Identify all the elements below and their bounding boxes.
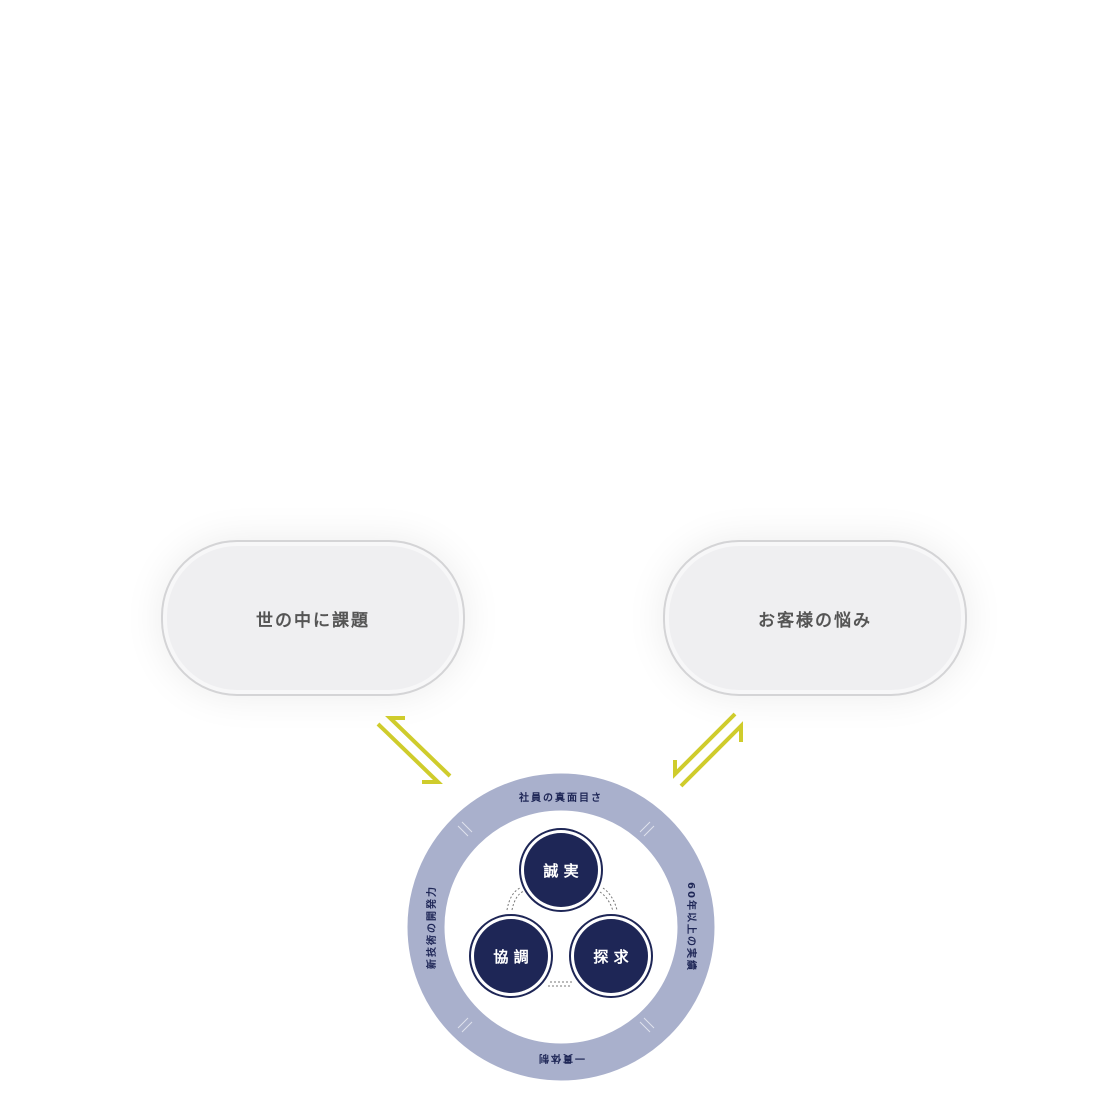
left-exchange-arrows-icon [376, 716, 452, 784]
ring-label-top: 社員の真面目さ [518, 791, 603, 804]
challenge-society-box: 世の中に課題 [161, 540, 465, 696]
challenge-society-label: 世の中に課題 [256, 610, 370, 631]
ring-dividers [457, 821, 655, 1033]
customer-concerns-box: お客様の悩み [663, 540, 967, 696]
cycle-arrows-icon [506, 887, 618, 987]
core-label-inquiry: 探 求 [593, 948, 629, 966]
core-circle-inquiry: 探 求 [569, 914, 653, 998]
core-circle-cooperation: 協 調 [469, 914, 553, 998]
ring-label-right: 60年以上の実績 [685, 882, 698, 972]
core-label-cooperation: 協 調 [493, 948, 528, 966]
ring-label-bottom: 一貫体制 [537, 1052, 585, 1065]
right-exchange-arrows-icon [673, 712, 743, 788]
core-circle-integrity: 誠 実 [519, 828, 603, 912]
ring-label-left: 新技術の開発力 [425, 885, 438, 969]
customer-concerns-label: お客様の悩み [758, 610, 872, 631]
outer-ring [407, 773, 715, 1081]
core-label-integrity: 誠 実 [543, 862, 578, 880]
